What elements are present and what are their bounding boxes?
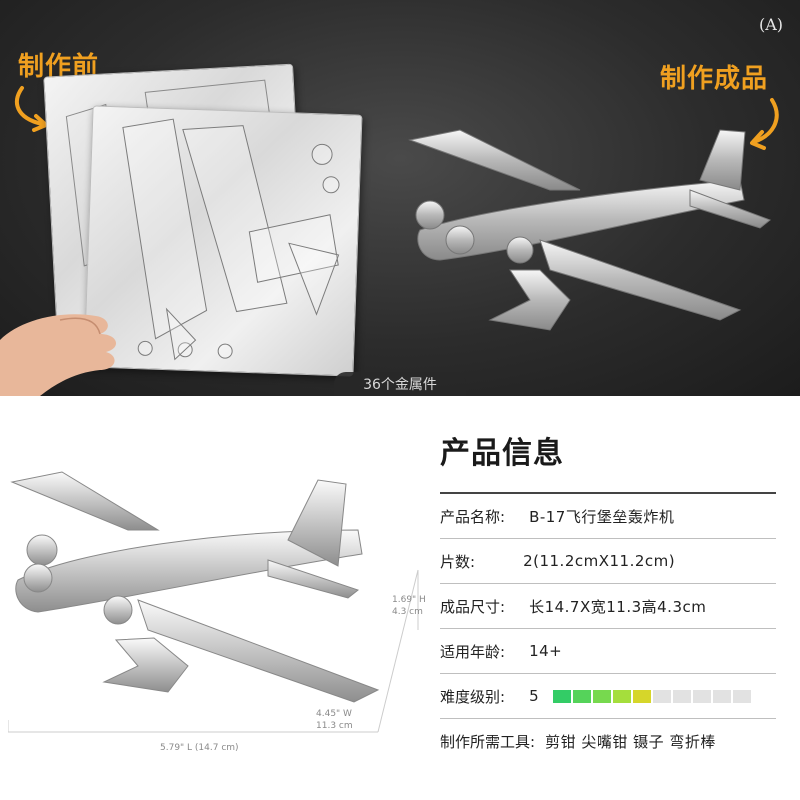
row-value: 2(11.2cmX11.2cm) (523, 552, 676, 570)
length-dimension: 5.79" L (14.7 cm) (160, 743, 239, 753)
info-row-pieces: 片数: 2(11.2cmX11.2cm) (440, 538, 776, 583)
info-row-difficulty: 难度级别: 5 (440, 673, 776, 718)
difficulty-segment-filled (613, 689, 632, 703)
row-value: 剪钳 尖嘴钳 镊子 弯折棒 (545, 732, 716, 751)
info-row-name: 产品名称: B-17飞行堡垒轰炸机 (440, 492, 776, 538)
difficulty-segment-empty (653, 689, 672, 703)
row-label: 产品名称: (440, 507, 506, 526)
parts-count-badge: 36个金属件 (334, 372, 466, 396)
height-inches: 1.69" H (392, 595, 426, 605)
info-row-tools: 制作所需工具: 剪钳 尖嘴钳 镊子 弯折棒 (440, 718, 776, 763)
row-label: 难度级别: (440, 687, 506, 706)
difficulty-meter (553, 689, 753, 703)
difficulty-segment-empty (673, 689, 692, 703)
before-after-banner: (A) 制作前 制作成品 (0, 0, 800, 396)
difficulty-segment-filled (593, 689, 612, 703)
product-info-panel: 产品信息 产品名称: B-17飞行堡垒轰炸机 片数: 2(11.2cmX11.2… (440, 432, 776, 763)
row-value: 长14.7X宽11.3高4.3cm (529, 597, 707, 616)
height-dimension: 1.69" H 4.3 cm (392, 594, 426, 618)
width-cm: 11.3 cm (316, 721, 353, 731)
difficulty-segment-filled (633, 689, 652, 703)
difficulty-segment-empty (713, 689, 732, 703)
info-row-size: 成品尺寸: 长14.7X宽11.3高4.3cm (440, 583, 776, 628)
difficulty-value: 5 (529, 687, 540, 705)
product-info-title: 产品信息 (440, 436, 564, 471)
width-inches: 4.45" W (316, 709, 352, 719)
sheet-parts-pattern (122, 118, 340, 361)
row-label: 适用年龄: (440, 642, 506, 661)
after-label: 制作成品 (659, 64, 768, 94)
brand-logo-icon: (A) (758, 15, 784, 34)
hand-image (0, 314, 117, 396)
difficulty-segment-empty (733, 689, 752, 703)
row-label: 成品尺寸: (440, 597, 506, 616)
row-label: 片数: (440, 552, 476, 571)
width-dimension: 4.45" W 11.3 cm (316, 708, 353, 732)
bomber-dimension-image (8, 471, 419, 733)
curved-arrow-icon (750, 98, 779, 150)
difficulty-segment-filled (573, 689, 592, 703)
difficulty-segment-filled (553, 689, 572, 703)
metal-sheet-front (83, 105, 363, 377)
info-row-age: 适用年龄: 14+ (440, 628, 776, 673)
row-label: 制作所需工具: (440, 732, 536, 751)
assembled-bomber-image (408, 129, 771, 331)
row-value: B-17飞行堡垒轰炸机 (529, 507, 675, 526)
height-cm: 4.3 cm (392, 607, 423, 617)
row-value: 14+ (529, 642, 563, 660)
difficulty-segment-empty (693, 689, 712, 703)
